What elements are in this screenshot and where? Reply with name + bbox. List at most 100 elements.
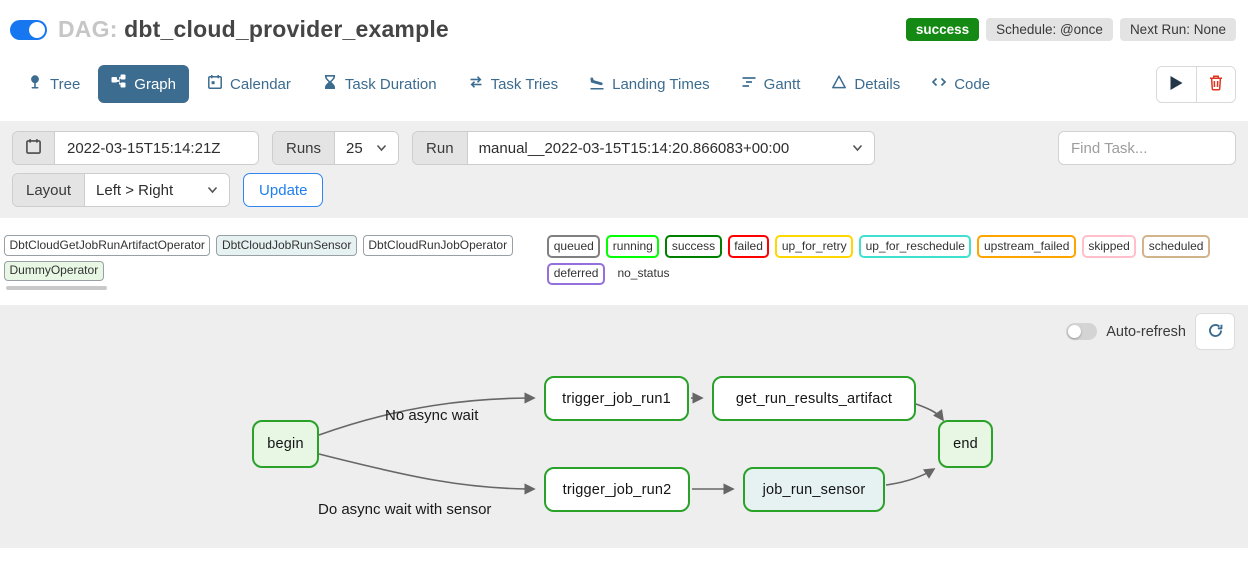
- tab-code[interactable]: Code: [918, 65, 1003, 103]
- header-badges: success Schedule: @once Next Run: None: [905, 18, 1236, 41]
- status-legend-badge: up_for_retry: [775, 235, 854, 258]
- horizontal-scrollbar[interactable]: [6, 286, 107, 291]
- chevron-down-icon: [376, 144, 387, 152]
- dag-run-value: manual__2022-03-15T15:14:20.866083+00:00: [478, 139, 790, 157]
- refresh-icon: [1207, 322, 1224, 342]
- dag-run-group: Run manual__2022-03-15T15:14:20.866083+0…: [412, 131, 875, 165]
- edge-begin-trigger1: [318, 392, 536, 436]
- tab-label: Task Duration: [344, 75, 437, 93]
- operator-badge: DbtCloudGetJobRunArtifactOperator: [4, 235, 211, 256]
- base-date-input[interactable]: [55, 132, 258, 164]
- dag-action-buttons: [1156, 65, 1236, 103]
- page-title: DAG: dbt_cloud_provider_example: [58, 16, 449, 43]
- filter-panel: Runs 25 Run manual__2022-03-15T15:14:20.…: [0, 121, 1248, 218]
- tab-task-tries[interactable]: Task Tries: [455, 65, 572, 103]
- num-runs-group: Runs 25: [272, 131, 400, 165]
- base-date-group: [12, 131, 259, 165]
- trigger-dag-button[interactable]: [1157, 66, 1196, 102]
- status-legend-badge: upstream_failed: [977, 235, 1076, 258]
- view-tabbar: Tree Graph Calendar Task Duration Task T…: [0, 65, 1248, 103]
- chevron-down-icon: [852, 144, 863, 152]
- edge-sensor-end: [885, 468, 936, 486]
- filter-row-1: Runs 25 Run manual__2022-03-15T15:14:20.…: [12, 131, 1236, 165]
- tab-label: Landing Times: [612, 75, 710, 93]
- play-icon: [1170, 75, 1183, 93]
- task-node-job-run-sensor[interactable]: job_run_sensor: [743, 467, 885, 513]
- status-legend-badge: deferred: [547, 262, 605, 286]
- next-run-badge: Next Run: None: [1119, 18, 1236, 41]
- legend: DbtCloudGetJobRunArtifactOperator DbtClo…: [0, 218, 1248, 291]
- run-label: Run: [413, 132, 468, 164]
- dag-graph-panel: Auto-refresh No async wait Do async: [0, 305, 1248, 549]
- status-legend-badge: scheduled: [1142, 235, 1210, 258]
- tab-task-duration[interactable]: Task Duration: [309, 65, 450, 103]
- tab-details[interactable]: Details: [818, 65, 913, 103]
- tab-label: Calendar: [230, 75, 291, 93]
- operator-badge: DbtCloudRunJobOperator: [362, 235, 513, 256]
- runs-label: Runs: [273, 132, 336, 164]
- tab-label: Graph: [134, 75, 176, 93]
- status-legend-badge: running: [606, 235, 660, 258]
- plane-landing-icon: [589, 74, 605, 94]
- dag-name: dbt_cloud_provider_example: [124, 16, 449, 42]
- gantt-icon: [741, 74, 757, 94]
- auto-refresh-label: Auto-refresh: [1106, 323, 1186, 340]
- graph-icon: [111, 74, 127, 94]
- calendar-icon: [207, 74, 223, 94]
- tab-label: Details: [854, 75, 901, 93]
- tab-label: Gantt: [763, 75, 801, 93]
- hourglass-icon: [322, 74, 338, 94]
- schedule-badge: Schedule: @once: [986, 18, 1113, 41]
- task-node-begin[interactable]: begin: [252, 420, 319, 469]
- status-legend-badge: skipped: [1081, 235, 1137, 258]
- status-badge: success: [905, 18, 980, 41]
- edge-label-do-async-wait: Do async wait with sensor: [318, 501, 492, 519]
- update-button[interactable]: Update: [243, 173, 324, 207]
- code-icon: [931, 74, 947, 94]
- tab-label: Tree: [50, 75, 81, 93]
- tab-landing-times[interactable]: Landing Times: [576, 65, 723, 103]
- layout-group: Layout Left > Right: [12, 173, 231, 207]
- repeat-icon: [468, 74, 484, 94]
- task-node-get-run-results-artifact[interactable]: get_run_results_artifact: [712, 376, 916, 422]
- tab-tree[interactable]: Tree: [14, 65, 93, 103]
- layout-select[interactable]: Left > Right: [85, 174, 230, 206]
- chevron-down-icon: [207, 186, 218, 194]
- edge-begin-trigger2: [318, 453, 536, 495]
- find-task-input[interactable]: [1058, 131, 1236, 165]
- trash-icon: [1208, 74, 1224, 94]
- status-legend-badge: no_status: [617, 266, 670, 281]
- tab-calendar[interactable]: Calendar: [194, 65, 304, 103]
- edge-label-no-async-wait: No async wait: [385, 407, 479, 425]
- calendar-picker-button[interactable]: [13, 132, 55, 164]
- dag-edges: [318, 392, 944, 495]
- tab-label: Code: [954, 75, 991, 93]
- task-node-end[interactable]: end: [938, 420, 993, 469]
- tab-graph[interactable]: Graph: [98, 65, 189, 103]
- layout-label: Layout: [13, 174, 86, 206]
- toggle-knob: [29, 21, 45, 38]
- refresh-button[interactable]: [1195, 313, 1235, 351]
- dag-prefix-label: DAG:: [58, 16, 118, 42]
- delete-dag-button[interactable]: [1196, 66, 1235, 102]
- status-legend: queued running success failed up_for_ret…: [547, 235, 1244, 286]
- filter-row-2: Layout Left > Right Update: [12, 173, 1236, 207]
- task-node-trigger-job-run1[interactable]: trigger_job_run1: [544, 376, 689, 422]
- num-runs-select[interactable]: 25: [335, 132, 399, 164]
- task-node-trigger-job-run2[interactable]: trigger_job_run2: [544, 467, 690, 513]
- num-runs-value: 25: [346, 139, 363, 157]
- tab-label: Task Tries: [490, 75, 559, 93]
- page-header: DAG: dbt_cloud_provider_example success …: [0, 0, 1248, 43]
- status-legend-badge: success: [665, 235, 722, 258]
- auto-refresh-toggle[interactable]: [1066, 323, 1098, 341]
- auto-refresh-controls: Auto-refresh: [1066, 313, 1235, 351]
- dag-run-select[interactable]: manual__2022-03-15T15:14:20.866083+00:00: [467, 132, 874, 164]
- status-legend-badge: up_for_reschedule: [859, 235, 972, 258]
- tab-gantt[interactable]: Gantt: [728, 65, 814, 103]
- dag-pause-toggle[interactable]: [10, 19, 47, 40]
- operator-badge: DbtCloudJobRunSensor: [216, 235, 357, 256]
- status-legend-badge: queued: [547, 235, 601, 258]
- tree-icon: [27, 74, 43, 94]
- toggle-knob: [1068, 325, 1082, 339]
- triangle-icon: [831, 74, 847, 94]
